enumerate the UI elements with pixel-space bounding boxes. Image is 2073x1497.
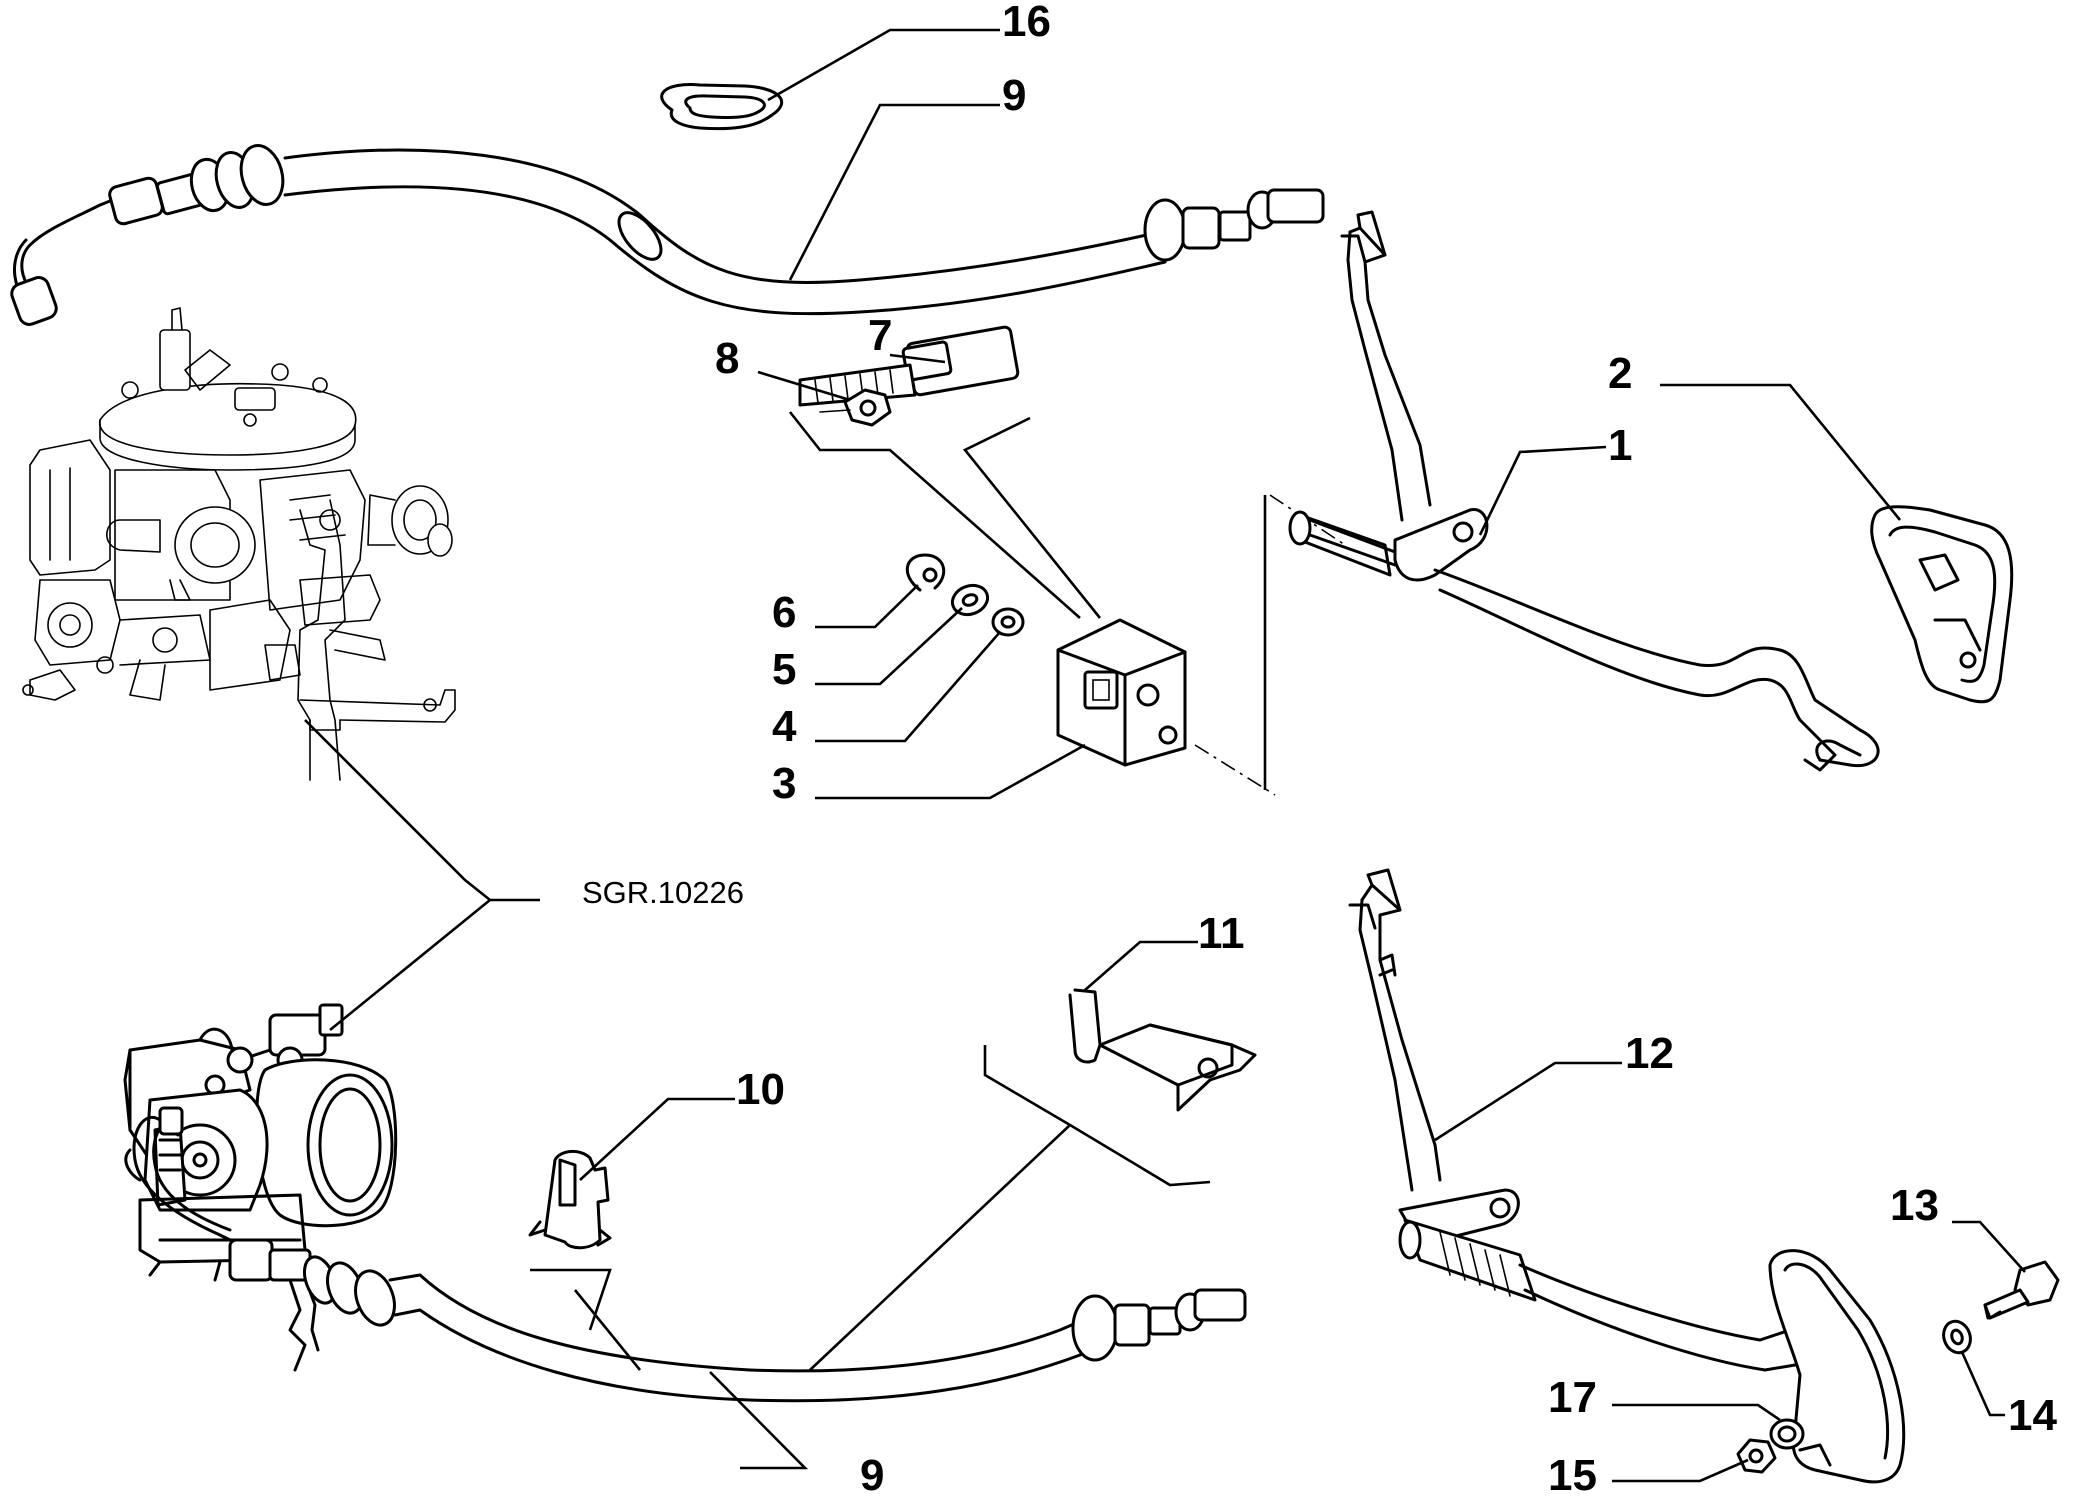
- callout-16: 15: [1548, 1451, 1597, 1497]
- nut-8: [819, 388, 892, 427]
- clip-6: [905, 553, 946, 592]
- callout-5: 5: [772, 645, 796, 694]
- callout-9-lower: 9: [860, 1451, 884, 1497]
- washer-17: [1769, 1418, 1805, 1450]
- callout-10: 10: [736, 1065, 785, 1114]
- pedal-pad-lower: [1768, 1249, 1906, 1484]
- washer-4: [991, 607, 1025, 637]
- callout-4: 4: [772, 702, 797, 751]
- washer-15: [1942, 1319, 1972, 1355]
- pedal-pad-2: [1870, 505, 2014, 704]
- callout-11: 11: [1198, 909, 1245, 958]
- callout-13: 12: [1625, 1029, 1674, 1078]
- callout-leaders: [304, 28, 2026, 1483]
- callout-1: 1: [1608, 421, 1632, 470]
- callout-9-upper: 9: [1002, 71, 1026, 120]
- lower-reference-lines: [530, 1045, 1211, 1371]
- callout-14: 13: [1890, 1181, 1939, 1230]
- callout-8: 8: [715, 334, 739, 383]
- callout-2: 2: [1608, 349, 1632, 398]
- pedal-block-3: [1056, 618, 1187, 767]
- callout-15: 14: [2008, 1391, 2057, 1440]
- callout-7: 7: [868, 311, 892, 360]
- accelerator-cable-lower: [132, 1106, 1247, 1403]
- carburettor: [22, 307, 456, 781]
- cable-clip-10: [528, 1150, 612, 1250]
- pedal-lever-13: [1348, 868, 1797, 1372]
- reference-code: SGR.10226: [582, 875, 744, 910]
- accelerator-cable-upper: [10, 144, 1325, 326]
- callout-3: 3: [772, 759, 796, 808]
- grommet-12: [660, 83, 784, 131]
- bolt-7: [798, 325, 1020, 407]
- callout-17: 17: [1548, 1373, 1597, 1422]
- callout-6: 6: [772, 588, 796, 637]
- bracket-11: [1068, 988, 1257, 1112]
- pedal-lever-1: [1288, 210, 1880, 772]
- callout-12: 16: [1002, 0, 1051, 46]
- callout-labels: 16 9 7 8 2 1 6 5 4 3 SGR.10226 11 10 12 …: [582, 0, 2057, 1497]
- nut-16: [1736, 1438, 1777, 1474]
- bolt-14: [1983, 1260, 2060, 1320]
- assembly-reference-lines: [788, 411, 1346, 796]
